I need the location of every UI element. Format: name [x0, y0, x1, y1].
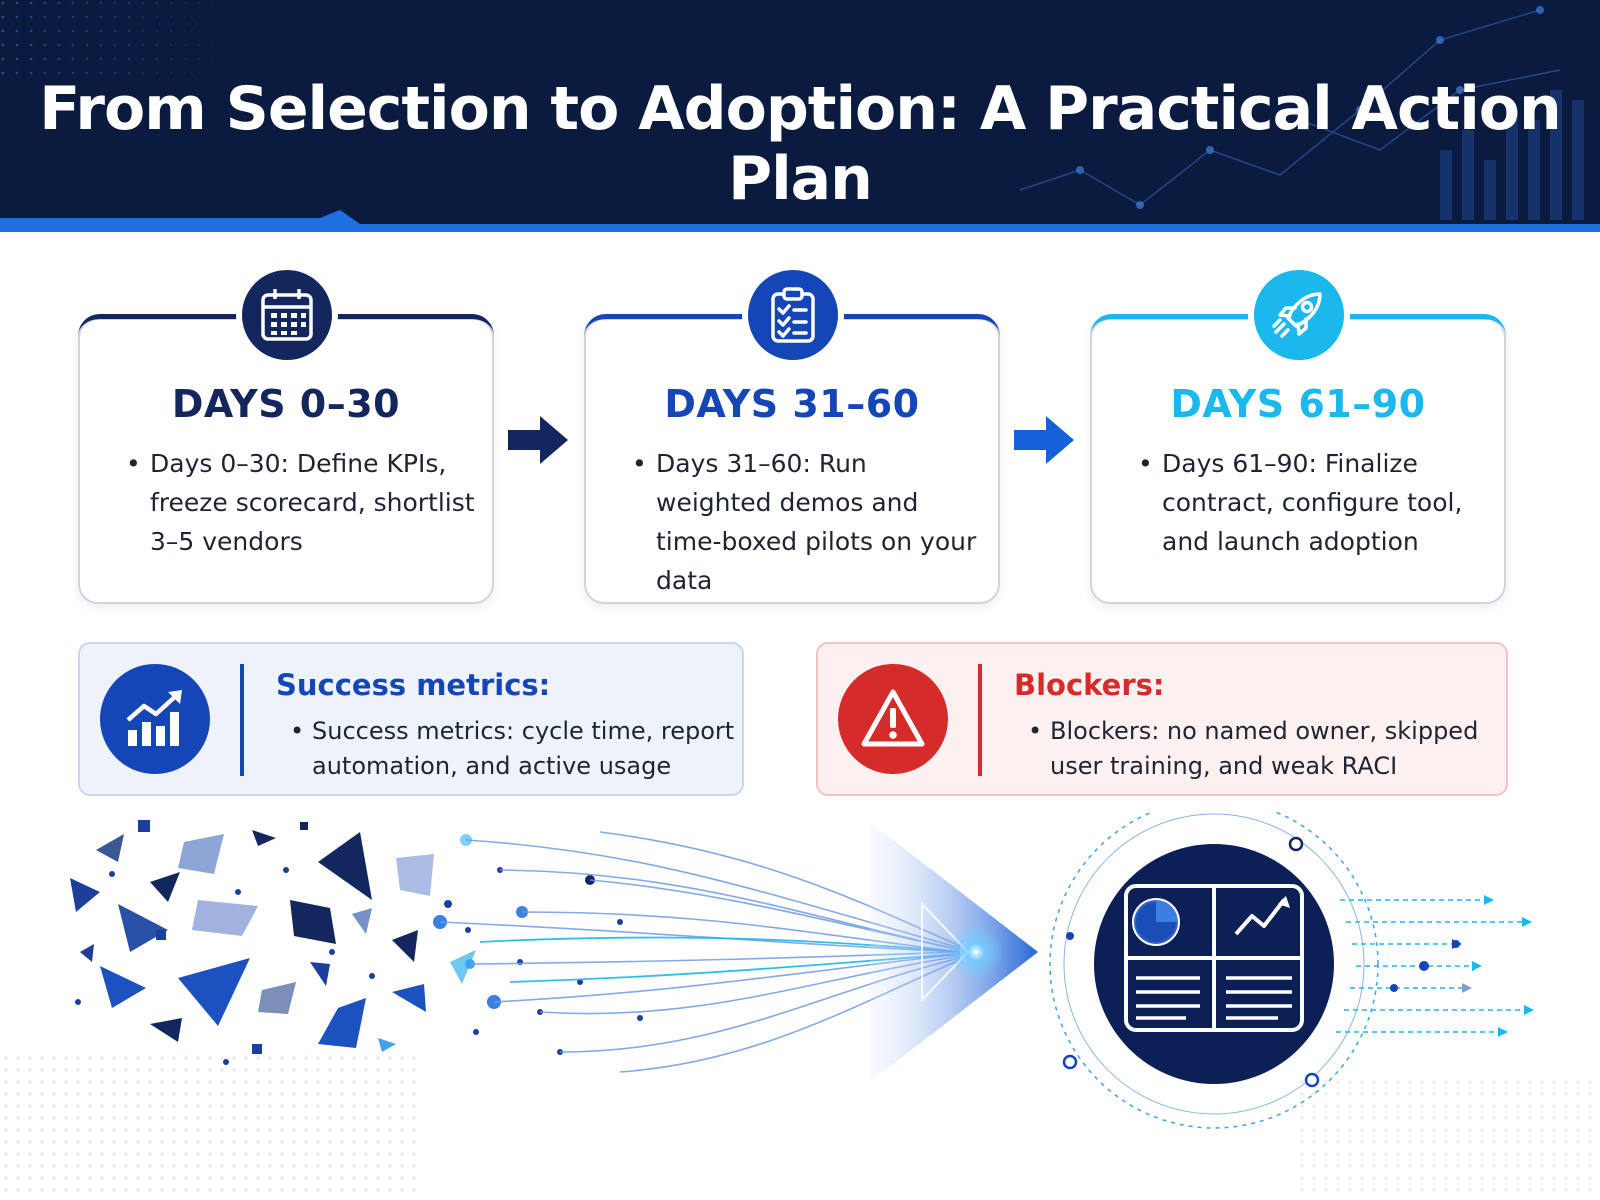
- header-banner: From Selection to Adoption: A Practical …: [0, 0, 1600, 232]
- success-metrics-text: Success metrics: cycle time, report auto…: [290, 714, 750, 784]
- phase-description: Days 61–90: Finalize contract, configure…: [1138, 444, 1488, 561]
- document-lines-icon: [1136, 976, 1292, 1020]
- output-arrows: [1336, 899, 1524, 1033]
- glow-point: [948, 924, 1004, 980]
- phase-card-days-31-60: DAYS 31–60 Days 31–60: Run weighted demo…: [584, 264, 1000, 604]
- panel-divider: [978, 664, 982, 776]
- scattered-shapes: [70, 820, 476, 1054]
- phase-card-days-0-30: DAYS 0–30 Days 0–30: Define KPIs, freeze…: [78, 264, 494, 604]
- phase-title: DAYS 61–90: [1170, 382, 1426, 426]
- blockers-title: Blockers:: [1014, 668, 1165, 702]
- phase-card-days-61-90: DAYS 61–90 Days 61–90: Finalize contract…: [1090, 264, 1506, 604]
- halftone-texture: [0, 1052, 420, 1200]
- success-metrics-title: Success metrics:: [276, 668, 551, 702]
- arrow-outline: [921, 901, 970, 1003]
- pie-chart-icon: [1156, 900, 1178, 922]
- success-metrics-panel: Success metrics: Success metrics: cycle …: [78, 642, 744, 796]
- warning-triangle-icon: [838, 664, 948, 774]
- arrow-right-icon: [1014, 416, 1074, 464]
- panel-divider: [240, 664, 244, 776]
- orbit-ring: [1063, 813, 1365, 1115]
- data-to-dashboard-illustration: [0, 812, 1600, 1200]
- blockers-panel: Blockers: Blockers: no named owner, skip…: [816, 642, 1508, 796]
- phase-title: DAYS 0–30: [171, 382, 401, 426]
- arrow-heads: [1390, 895, 1534, 1037]
- header-network-decoration: [0, 0, 1600, 232]
- arrow-right-icon: [508, 416, 568, 464]
- scattered-dots: [75, 867, 643, 1065]
- phase-description: Days 31–60: Run weighted demos and time-…: [632, 444, 982, 600]
- clipboard-checklist-icon: [742, 264, 844, 366]
- halftone-texture: [1300, 1072, 1600, 1200]
- page-title: From Selection to Adoption: A Practical …: [39, 74, 1561, 214]
- phase-title: DAYS 31–60: [664, 382, 920, 426]
- phase-description: Days 0–30: Define KPIs, freeze scorecard…: [126, 444, 476, 561]
- blockers-text: Blockers: no named owner, skipped user t…: [1028, 714, 1498, 784]
- rocket-icon: [1248, 264, 1350, 366]
- orbit-ring: [1049, 812, 1379, 1129]
- growth-chart-icon: [100, 664, 210, 774]
- calendar-icon: [236, 264, 338, 366]
